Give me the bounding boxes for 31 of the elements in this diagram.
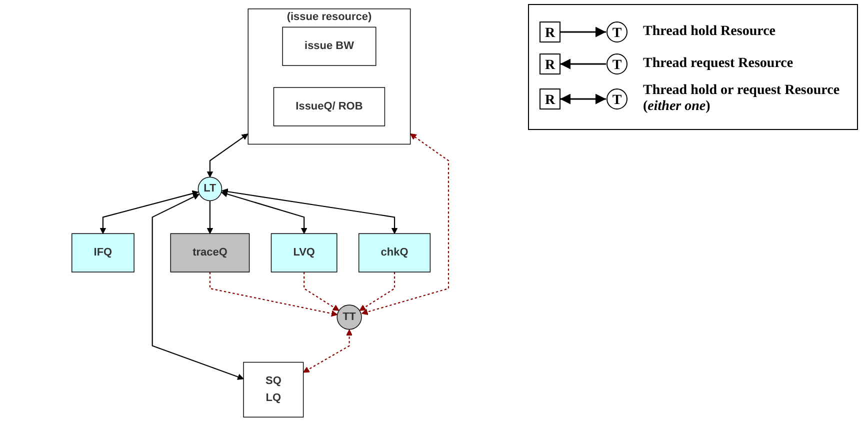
- node-box: [270, 233, 338, 272]
- arrow: [100, 190, 198, 234]
- arrow: [209, 272, 338, 317]
- arrow: [302, 329, 352, 373]
- arrow: [152, 194, 244, 380]
- arrow: [206, 200, 213, 234]
- node-box: [71, 233, 134, 272]
- arrow: [221, 190, 308, 234]
- node-circle: [336, 304, 362, 330]
- node-box: [273, 87, 385, 126]
- node-box: [282, 26, 376, 66]
- arrow: [303, 272, 340, 311]
- legend-text: Thread request Resource: [643, 56, 794, 72]
- node-box: [170, 233, 250, 272]
- arrow: [359, 272, 395, 311]
- thread-circle-symbol: T: [606, 54, 628, 74]
- resource-square-symbol: R: [540, 22, 560, 42]
- thread-circle-symbol: T: [606, 22, 628, 42]
- resource-square-symbol: R: [540, 54, 560, 74]
- cluster: [248, 8, 411, 145]
- thread-circle-symbol: T: [606, 88, 628, 110]
- legend-text: Thread hold Resource: [643, 24, 776, 40]
- arrow: [361, 133, 449, 316]
- resource-square-symbol: R: [540, 88, 560, 110]
- dependency-graph: (issue resource) issue BW IssueQ/ ROB LT IFQ traceQ LVQ chkQ TT SQ LQ: [66, 3, 454, 423]
- arrow: [221, 188, 398, 234]
- arrow: [206, 134, 248, 178]
- node-box: [358, 233, 430, 272]
- node-circle: [198, 176, 222, 202]
- node-box: [243, 362, 304, 418]
- legend-text: Thread hold or request Resource (either one): [643, 83, 841, 115]
